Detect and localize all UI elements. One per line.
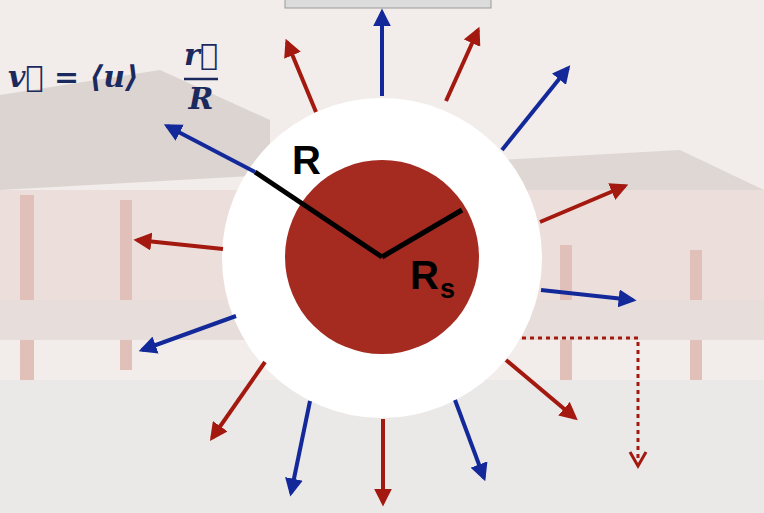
inner-sphere bbox=[285, 160, 479, 354]
radius-label: R bbox=[410, 255, 439, 295]
velocity-arrow bbox=[137, 240, 223, 249]
velocity-arrows bbox=[137, 12, 633, 503]
velocity-arrow bbox=[540, 186, 625, 222]
velocity-formula: v⃗ = ⟨u⟩ bbox=[8, 62, 139, 92]
velocity-arrow bbox=[380, 12, 384, 96]
velocity-arrow bbox=[212, 362, 265, 438]
velocity-arrow bbox=[506, 360, 575, 418]
fraction-bar bbox=[184, 78, 218, 81]
velocity-arrow bbox=[167, 126, 255, 172]
radius-label: R bbox=[292, 140, 321, 180]
radius-line bbox=[382, 210, 462, 257]
outer-circle bbox=[222, 98, 542, 418]
velocity-arrow bbox=[502, 68, 568, 150]
dotted-arrowhead bbox=[630, 452, 646, 466]
velocity-arrow bbox=[381, 419, 385, 503]
velocity-arrow bbox=[142, 316, 236, 350]
fraction-numerator: r⃗ bbox=[184, 40, 218, 70]
velocity-arrow bbox=[541, 290, 633, 300]
velocity-arrow bbox=[287, 42, 316, 112]
velocity-arrow bbox=[455, 400, 484, 478]
radius-line bbox=[255, 172, 382, 257]
velocity-arrow bbox=[291, 401, 310, 493]
top-bar bbox=[285, 0, 491, 8]
fraction-denominator: R bbox=[189, 84, 214, 114]
dotted-path bbox=[522, 338, 638, 458]
velocity-arrow bbox=[446, 30, 478, 101]
radius-subscript: s bbox=[440, 276, 455, 303]
